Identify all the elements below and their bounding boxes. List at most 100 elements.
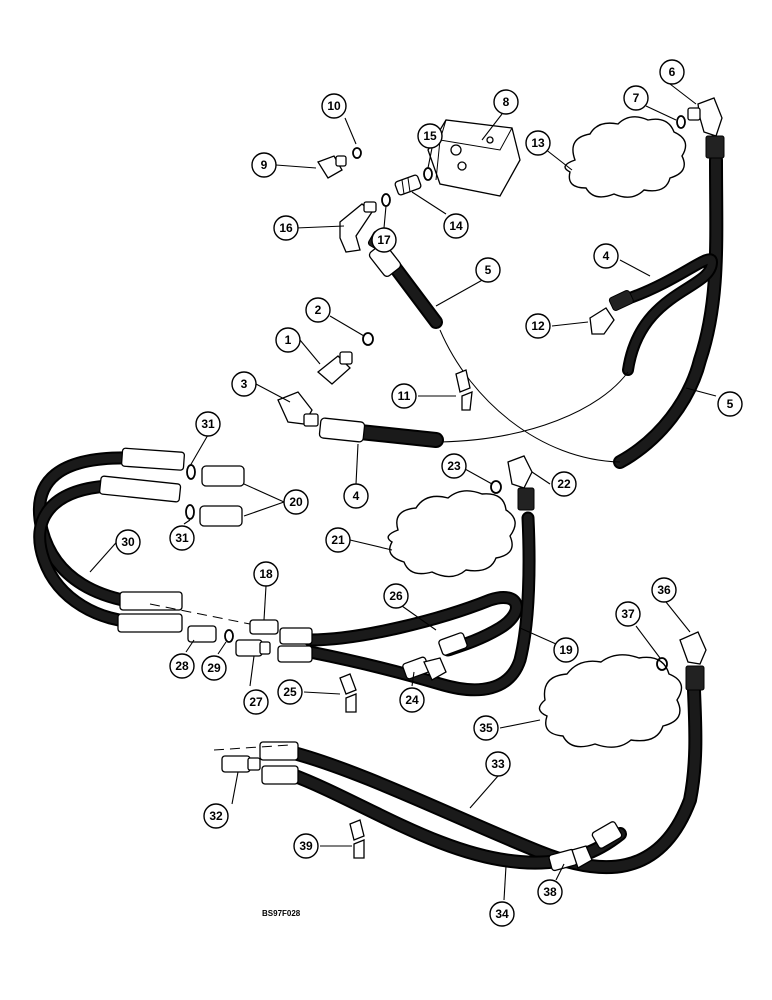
callout-30: 30 (115, 529, 141, 555)
svg-text:24: 24 (405, 693, 419, 707)
svg-text:39: 39 (299, 839, 313, 853)
callout-13: 13 (525, 130, 551, 156)
svg-text:31: 31 (175, 531, 189, 545)
reference-cloud-13 (564, 116, 687, 198)
hose-end-30c (119, 591, 183, 611)
callout-34: 34 (489, 901, 515, 927)
callout-6: 6 (659, 59, 685, 85)
callout-39: 39 (293, 833, 319, 859)
svg-text:29: 29 (207, 661, 221, 675)
callout-18: 18 (253, 561, 279, 587)
callout-31-upper: 31 (195, 411, 221, 437)
callout-33: 33 (485, 751, 511, 777)
hose-end-30d (117, 613, 183, 633)
callout-23: 23 (441, 453, 467, 479)
adapter-18 (249, 619, 279, 635)
hose-5-thin-line (439, 329, 621, 463)
o-ring-29 (224, 629, 234, 643)
hose-end-34 (261, 765, 299, 785)
svg-text:4: 4 (353, 489, 360, 503)
callout-24: 24 (399, 687, 425, 713)
svg-text:38: 38 (543, 885, 557, 899)
elbow-fitting-36 (679, 631, 707, 691)
callout-38: 38 (537, 879, 563, 905)
callout-11: 11 (391, 383, 417, 409)
quick-coupler-20a (201, 465, 245, 487)
callout-16: 16 (273, 215, 299, 241)
pressure-switch-1 (316, 351, 353, 385)
svg-text:26: 26 (389, 589, 403, 603)
hose-end-26 (279, 627, 313, 645)
svg-text:22: 22 (557, 477, 571, 491)
callout-1: 1 (275, 327, 301, 353)
quick-coupler-28 (187, 625, 217, 643)
callout-25: 25 (277, 679, 303, 705)
valve-block-8 (427, 119, 521, 197)
o-ring-17 (381, 193, 391, 207)
svg-text:37: 37 (621, 607, 635, 621)
svg-text:1: 1 (285, 333, 292, 347)
callout-8: 8 (493, 89, 519, 115)
callout-2: 2 (305, 297, 331, 323)
callout-27: 27 (243, 689, 269, 715)
callout-4-middle: 4 (343, 483, 369, 509)
svg-text:6: 6 (669, 65, 676, 79)
svg-text:21: 21 (331, 533, 345, 547)
callout-10: 10 (321, 93, 347, 119)
callout-28: 28 (169, 653, 195, 679)
svg-text:17: 17 (377, 233, 391, 247)
svg-text:9: 9 (261, 158, 268, 172)
clip-39 (349, 819, 365, 859)
callout-21: 21 (325, 527, 351, 553)
callout-36: 36 (651, 577, 677, 603)
svg-text:10: 10 (327, 99, 341, 113)
callout-37: 37 (615, 601, 641, 627)
callout-17: 17 (371, 227, 397, 253)
svg-text:3: 3 (241, 377, 248, 391)
callout-31-lower: 31 (169, 525, 195, 551)
hose-end-30a (120, 447, 185, 471)
svg-text:8: 8 (503, 95, 510, 109)
svg-text:16: 16 (279, 221, 293, 235)
svg-text:27: 27 (249, 695, 263, 709)
svg-text:12: 12 (531, 319, 545, 333)
svg-text:4: 4 (603, 249, 610, 263)
svg-text:30: 30 (121, 535, 135, 549)
svg-text:35: 35 (479, 721, 493, 735)
callout-15: 15 (417, 123, 443, 149)
elbow-fitting-22 (507, 455, 535, 511)
svg-text:7: 7 (633, 91, 640, 105)
o-ring-2 (362, 332, 374, 346)
callout-5-upper: 5 (475, 257, 501, 283)
svg-text:18: 18 (259, 567, 273, 581)
svg-text:11: 11 (398, 389, 411, 403)
elbow-fitting-3 (277, 391, 319, 427)
svg-text:31: 31 (201, 417, 215, 431)
o-ring-10 (352, 147, 362, 159)
hose-end-34b (591, 821, 623, 849)
svg-text:20: 20 (289, 495, 303, 509)
adapter-32 (221, 755, 261, 773)
callout-3: 3 (231, 371, 257, 397)
o-ring-23 (490, 480, 502, 494)
o-ring-15 (423, 167, 433, 181)
callout-22: 22 (551, 471, 577, 497)
plug-9 (317, 155, 347, 179)
o-ring-31b (185, 504, 195, 520)
svg-text:25: 25 (283, 685, 297, 699)
o-ring-37 (656, 657, 668, 671)
callout-32: 32 (203, 803, 229, 829)
svg-text:19: 19 (559, 643, 573, 657)
elbow-fitting-38 (548, 845, 593, 872)
elbow-fitting-12 (589, 289, 634, 335)
hose-end-19 (277, 645, 313, 663)
alignment-line-28 (149, 603, 251, 625)
callout-7: 7 (623, 85, 649, 111)
elbow-fitting-24 (402, 656, 447, 681)
callout-19: 19 (553, 637, 579, 663)
svg-text:14: 14 (449, 219, 463, 233)
tee-fitting-27 (235, 639, 271, 657)
callout-4-right: 4 (593, 243, 619, 269)
callout-5-right: 5 (717, 391, 743, 417)
